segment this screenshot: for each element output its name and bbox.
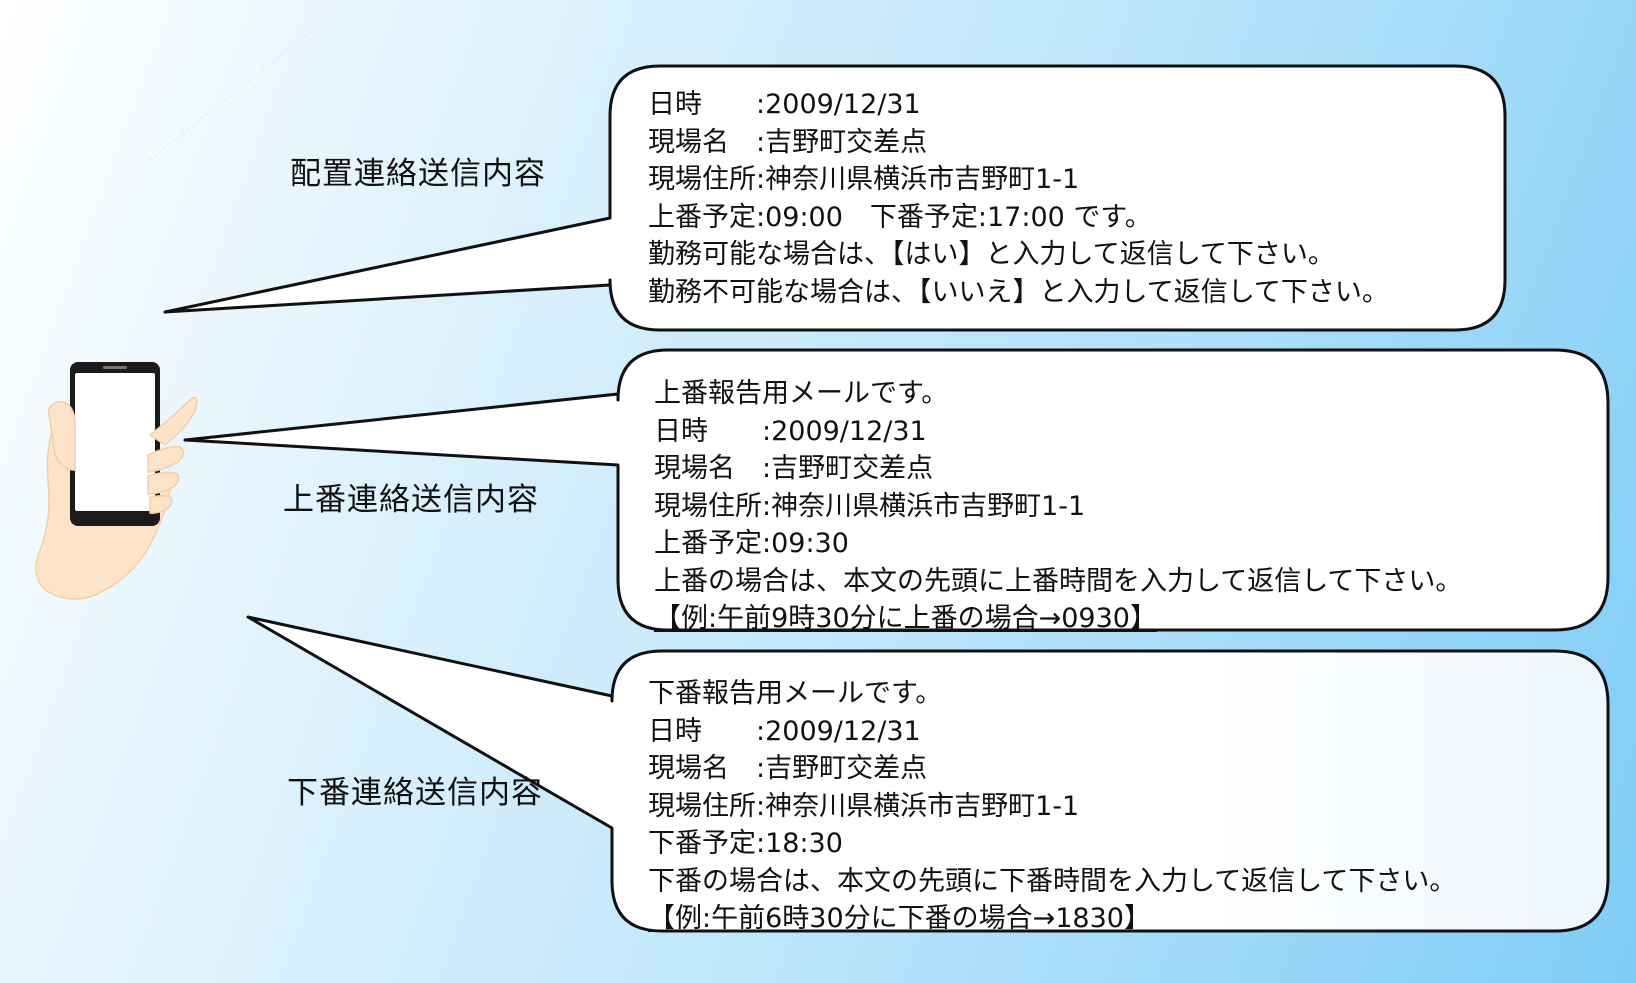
message-bubble-joban <box>183 348 1610 632</box>
message-joban-line: 上番予定:09:30 <box>654 528 849 559</box>
label-kaban: 下番連絡送信内容 <box>287 775 543 811</box>
label-joban: 上番連絡送信内容 <box>283 482 539 518</box>
message-joban-line: 現場名 :吉野町交差点 <box>654 453 934 484</box>
message-haichi-line: 日時 :2009/12/31 <box>648 89 921 120</box>
message-kaban-example: 【例:午前6時30分に下番の場合→1830】 <box>648 903 1151 934</box>
message-bubble-haichi <box>163 64 1507 332</box>
message-joban-line: 上番報告用メールです。 <box>654 378 949 409</box>
message-joban-example: 【例:午前9時30分に上番の場合→0930】 <box>654 603 1157 634</box>
message-kaban-line: 下番報告用メールです。 <box>648 678 943 709</box>
message-joban-line: 日時 :2009/12/31 <box>654 415 927 447</box>
message-haichi-line: 勤務不可能な場合は、【いいえ】と入力して返信して下さい。 <box>648 276 1389 308</box>
message-haichi-line: 勤務可能な場合は、【はい】と入力して返信して下さい。 <box>648 239 1335 270</box>
message-haichi: 日時 :2009/12/31 現場名 :吉野町交差点 現場住所:神奈川県横浜市吉… <box>648 86 1389 311</box>
message-haichi-line: 現場住所:神奈川県横浜市吉野町1-1 <box>648 164 1080 195</box>
message-kaban-line: 現場名 :吉野町交差点 <box>648 753 928 784</box>
message-kaban: 下番報告用メールです。 日時 :2009/12/31 現場名 :吉野町交差点 現… <box>648 675 1456 938</box>
hand-holding-phone-icon <box>35 362 198 600</box>
message-joban-line: 上番の場合は、本文の先頭に上番時間を入力して返信して下さい。 <box>654 565 1463 597</box>
message-haichi-line: 上番予定:09:00 下番予定:17:00 です。 <box>648 201 1152 233</box>
label-haichi: 配置連絡送信内容 <box>290 156 546 192</box>
decorative-dotted-line <box>149 0 351 161</box>
message-bubble-kaban <box>246 615 1610 933</box>
message-kaban-line: 現場住所:神奈川県横浜市吉野町1-1 <box>648 790 1080 822</box>
message-haichi-line: 現場名 :吉野町交差点 <box>648 126 928 158</box>
message-joban: 上番報告用メールです。 日時 :2009/12/31 現場名 :吉野町交差点 現… <box>654 375 1462 638</box>
message-kaban-line: 下番の場合は、本文の先頭に下番時間を入力して返信して下さい。 <box>648 865 1457 897</box>
message-kaban-line: 日時 :2009/12/31 <box>648 715 921 747</box>
message-kaban-line: 下番予定:18:30 <box>648 828 843 859</box>
message-joban-line: 現場住所:神奈川県横浜市吉野町1-1 <box>654 490 1086 522</box>
